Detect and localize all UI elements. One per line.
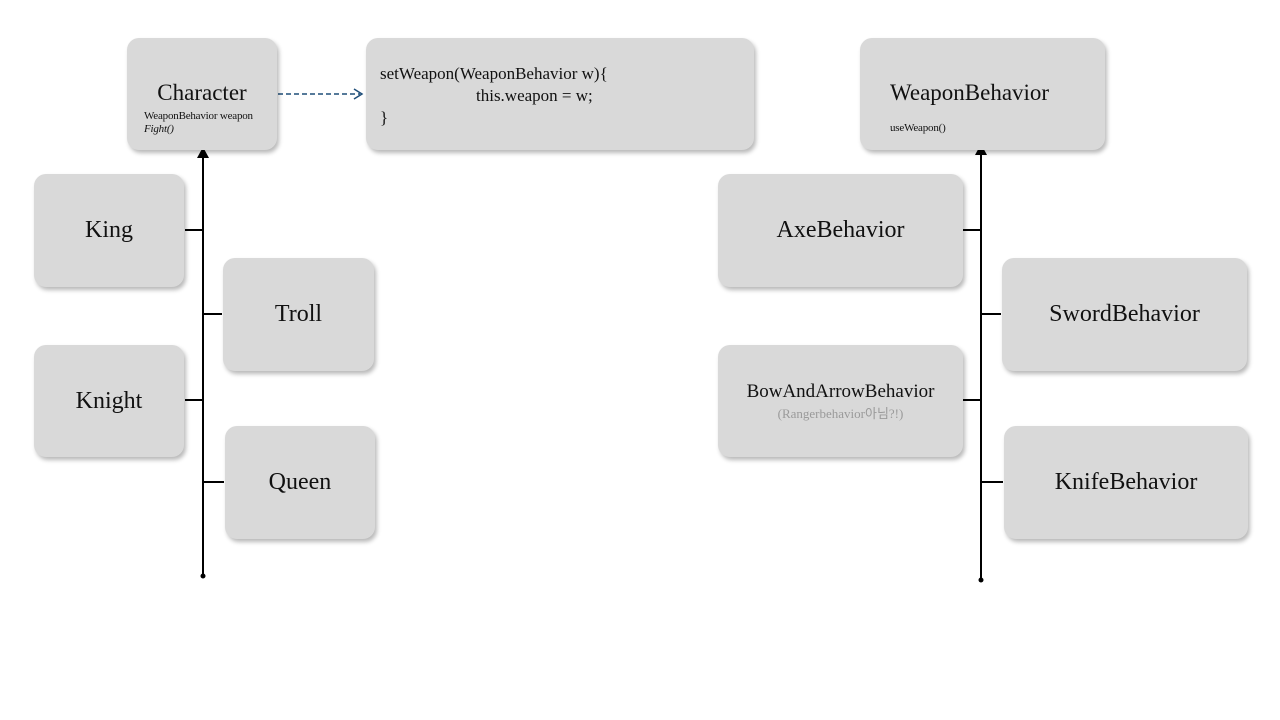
weapon-trunk-end-dot (978, 577, 984, 583)
character-field: WeaponBehavior weapon (144, 110, 253, 122)
queen-label: Queen (268, 469, 332, 495)
knifebehavior-class-box: KnifeBehavior (1004, 426, 1248, 539)
setweapon-code-line-1: setWeapon(WeaponBehavior w){ (380, 64, 608, 83)
troll-label: Troll (274, 301, 323, 327)
troll-class-box: Troll (223, 258, 374, 371)
axebehavior-label: AxeBehavior (776, 217, 905, 243)
knifebehavior-label: KnifeBehavior (1054, 469, 1198, 495)
weaponbehavior-interface-box: WeaponBehavior useWeapon() (860, 38, 1105, 150)
axebehavior-class-box: AxeBehavior (718, 174, 963, 287)
character-trunk-end-dot (200, 573, 206, 579)
dashed-arrow-head (353, 88, 364, 100)
swordbehavior-label: SwordBehavior (1049, 301, 1200, 327)
knight-label: Knight (75, 387, 143, 414)
setweapon-code-box: setWeapon(WeaponBehavior w){ this.weapon… (366, 38, 754, 150)
weaponbehavior-title: WeaponBehavior (890, 80, 1050, 105)
swordbehavior-class-box: SwordBehavior (1002, 258, 1247, 371)
setweapon-code-line-2: this.weapon = w; (476, 86, 593, 105)
king-class-box: King (34, 174, 184, 287)
weaponbehavior-method: useWeapon() (890, 122, 946, 134)
character-method: Fight() (144, 123, 174, 135)
setweapon-code-line-3: } (380, 108, 389, 127)
bowandarrowbehavior-note: (Rangerbehavior아님?!) (777, 405, 904, 421)
character-inheritance-arrowhead (197, 147, 209, 158)
character-class-box: Character WeaponBehavior weapon Fight() (127, 38, 277, 150)
bowandarrowbehavior-label: BowAndArrowBehavior (746, 380, 935, 402)
queen-class-box: Queen (225, 426, 375, 539)
knight-class-box: Knight (34, 345, 184, 457)
character-class-title: Character (157, 80, 247, 105)
king-label: King (85, 217, 133, 243)
bowandarrowbehavior-class-box: BowAndArrowBehavior (Rangerbehavior아님?!) (718, 345, 963, 457)
